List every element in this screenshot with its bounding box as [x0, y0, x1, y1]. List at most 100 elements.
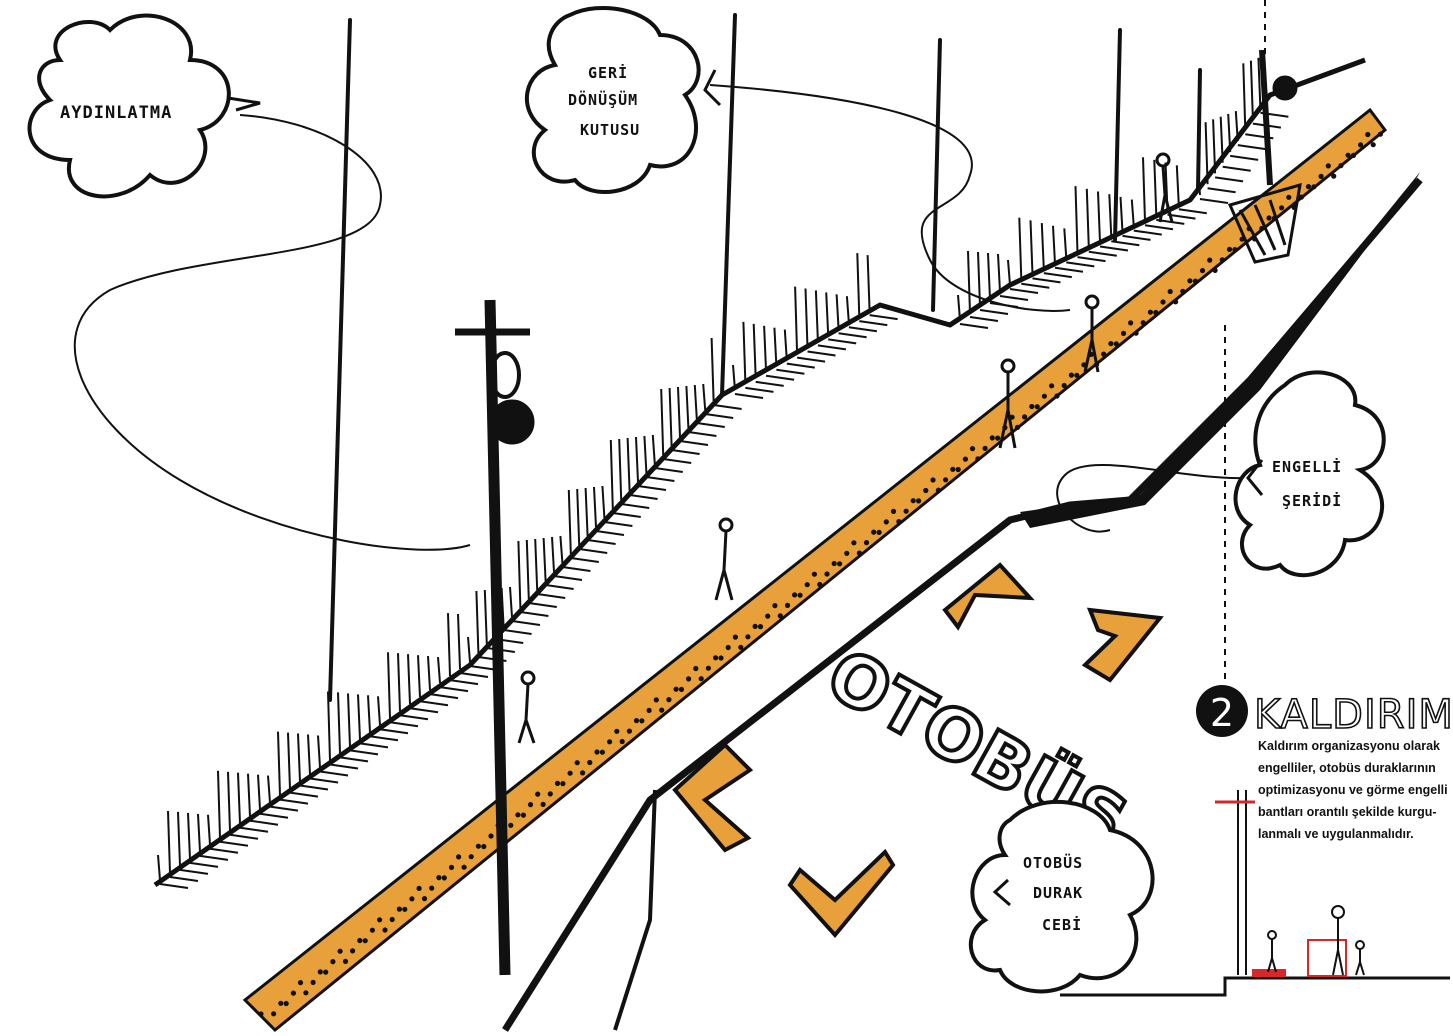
tactile-dot: [417, 886, 422, 891]
hatch-stroke: [340, 757, 368, 761]
hatch-stroke: [1042, 223, 1044, 269]
tactile-dot: [1114, 341, 1119, 346]
tactile-dot: [291, 991, 296, 996]
hatch-stroke: [430, 694, 458, 698]
hatch-stroke: [448, 613, 450, 676]
hatch-stroke: [238, 773, 240, 824]
hatch-stroke: [1100, 247, 1128, 251]
callout-geri-line3: KUTUSU: [580, 121, 640, 139]
tactile-dot: [1378, 132, 1383, 137]
tactile-dot: [1371, 142, 1376, 147]
tactile-dot: [1319, 174, 1324, 179]
hatch-stroke: [1251, 61, 1253, 120]
hatch-stroke: [504, 630, 532, 634]
tactile-dot: [1266, 215, 1271, 220]
tactile-dot: [397, 907, 402, 912]
hatch-stroke: [554, 576, 582, 580]
hatch-stroke: [546, 585, 574, 589]
tactile-dot: [409, 896, 414, 901]
tactile-dot: [950, 467, 955, 472]
info-line-2: engelliler, otobüs duraklarının: [1258, 761, 1436, 775]
tactile-dot: [560, 781, 565, 786]
tactile-dot: [390, 917, 395, 922]
tactile-dot: [357, 938, 362, 943]
tactile-dot: [271, 1011, 276, 1016]
tactile-dot: [1365, 132, 1370, 137]
hatch-stroke: [512, 621, 540, 625]
hatch-stroke: [198, 814, 200, 852]
hatch-stroke: [806, 289, 808, 348]
hatch-stroke: [837, 294, 839, 329]
hatch-stroke: [1064, 228, 1066, 258]
tactile-dot: [1279, 205, 1284, 210]
tactile-dot: [442, 875, 447, 880]
hatch-stroke: [795, 287, 797, 354]
tactile-dot: [1187, 278, 1192, 283]
info-line-5: lanmalı ve uygulanmalıdır.: [1258, 827, 1414, 841]
hatch-stroke: [330, 765, 358, 769]
hatch-stroke: [458, 614, 460, 669]
tactile-dot: [338, 949, 343, 954]
hatch-stroke: [764, 326, 766, 372]
hatch-stroke: [280, 800, 308, 804]
hatch-stroke: [1243, 63, 1245, 130]
tactile-dot: [449, 865, 454, 870]
hatch-stroke: [672, 450, 700, 454]
tactile-dot: [311, 980, 316, 985]
hatch-stroke: [638, 486, 666, 490]
tactile-dot: [1054, 393, 1059, 398]
tactile-dot: [1346, 153, 1351, 158]
tactile-dot: [765, 614, 770, 619]
hatch-stroke: [870, 315, 898, 319]
hatch-stroke: [418, 655, 420, 697]
hatch-stroke: [1223, 167, 1251, 171]
hatch-stroke: [695, 385, 697, 419]
tactile-dot: [995, 436, 1000, 441]
tactile-dot: [600, 750, 605, 755]
tactile-dot: [422, 896, 427, 901]
hatch-stroke: [776, 370, 804, 374]
hatch-stroke: [268, 776, 270, 803]
tactile-dot: [884, 519, 889, 524]
callout-durak-line3: CEBİ: [1042, 915, 1082, 934]
hatch-stroke: [1111, 241, 1139, 245]
tactile-dot: [666, 697, 671, 702]
hatch-stroke: [653, 435, 655, 464]
hatch-stroke: [420, 701, 448, 705]
tactile-dot: [871, 530, 876, 535]
hatch-stroke: [661, 389, 663, 455]
tactile-dot: [857, 551, 862, 556]
hatch-stroke: [1154, 160, 1156, 216]
hatch-stroke: [230, 835, 258, 839]
hatch-stroke: [644, 436, 646, 473]
tactile-dot: [1160, 299, 1165, 304]
callout-engelli: ENGELLİ ŞERİDİ: [1236, 372, 1384, 575]
tactile-dot: [1035, 404, 1040, 409]
hatch-stroke: [552, 537, 554, 572]
hatch-stroke: [300, 786, 328, 790]
hatch-stroke: [604, 522, 632, 526]
hatch-stroke: [646, 477, 674, 481]
hatch-stroke: [785, 330, 787, 360]
hatch-stroke: [1123, 236, 1151, 240]
tactile-dot: [798, 593, 803, 598]
hatch-stroke: [308, 735, 310, 775]
tactile-dot: [733, 635, 738, 640]
hatch-stroke: [611, 440, 613, 509]
tactile-dot: [382, 927, 387, 932]
tactile-dot: [1153, 310, 1158, 315]
hatch-stroke: [569, 490, 571, 554]
hatch-stroke: [476, 591, 478, 653]
tactile-dot: [896, 519, 901, 524]
section-heading: KALDIRIM: [1254, 692, 1453, 738]
hatch-stroke: [754, 324, 756, 378]
tactile-dot: [580, 770, 585, 775]
tactile-dot: [659, 708, 664, 713]
lamp-icon: [490, 400, 534, 444]
hatch-stroke: [688, 432, 716, 436]
hatch-stroke: [1033, 278, 1061, 282]
tactile-dot: [639, 718, 644, 723]
tactile-dot: [634, 718, 639, 723]
tactile-dot: [758, 624, 763, 629]
tactile-dot: [745, 634, 750, 639]
